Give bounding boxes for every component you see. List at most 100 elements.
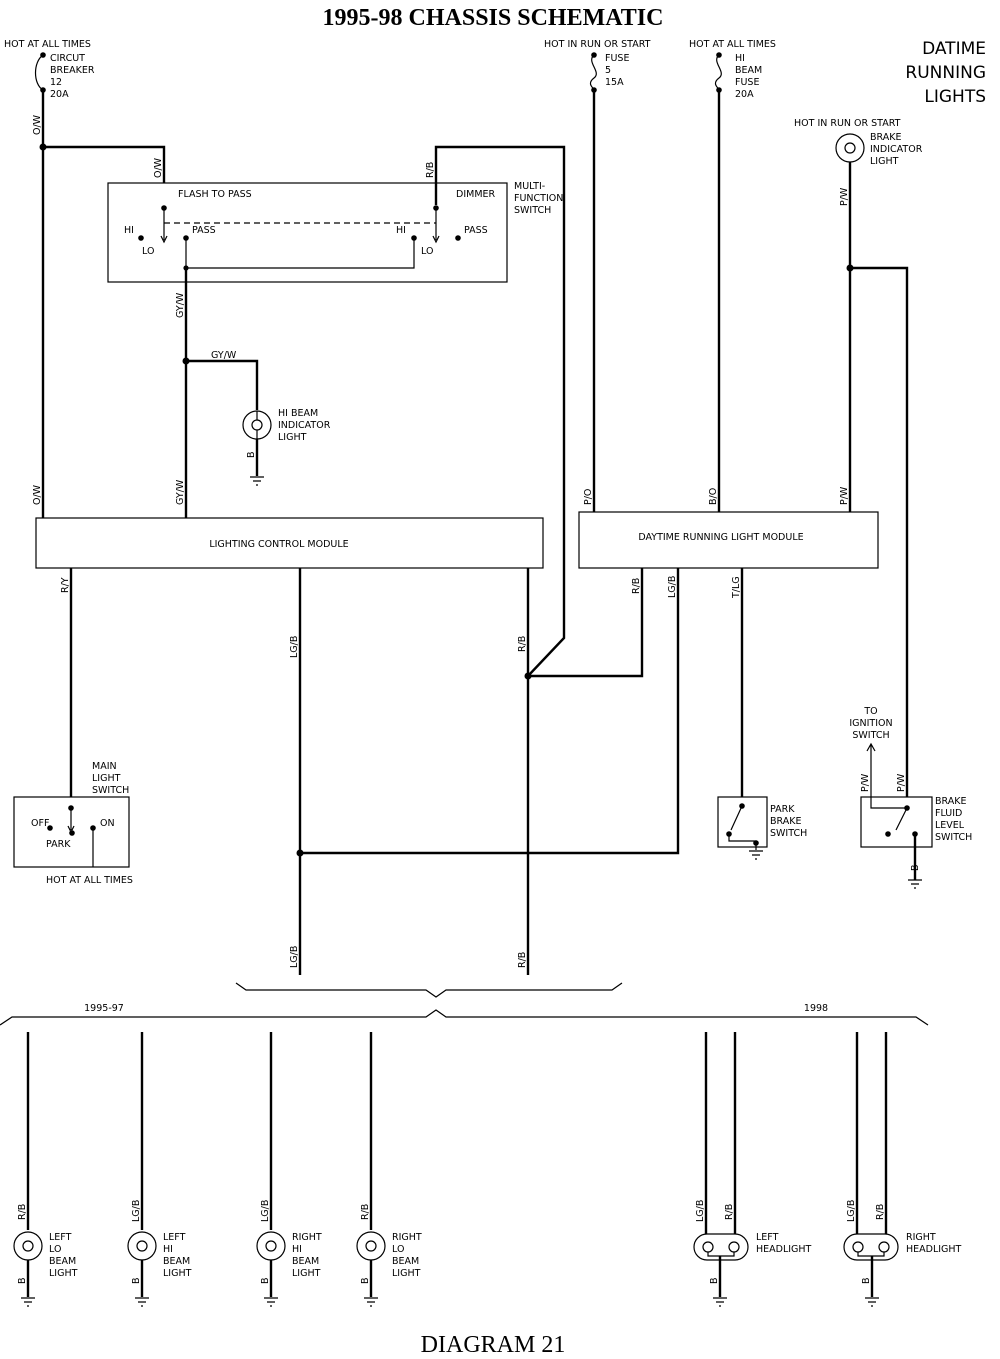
ignition-feed: TO IGNITION SWITCH P/W P/W (849, 706, 907, 808)
rhi-label-1: RIGHT (292, 1232, 322, 1243)
lower-brace (0, 1009, 929, 1026)
lighting-control-module (35, 517, 544, 569)
pbs-ground-symbol (749, 850, 763, 860)
wire-label-b-hbi: B (246, 451, 257, 458)
wire-label-rb-llo: R/B (17, 1204, 28, 1220)
llo-label-1: LEFT (49, 1232, 72, 1243)
ign-label-1: TO (863, 706, 877, 717)
wire-label-lgb-rhi: LG/B (260, 1200, 271, 1222)
dimmer-pass-label: PASS (464, 225, 488, 236)
ign-label-2: IGNITION (849, 718, 892, 729)
brake-ind-hot-label: HOT IN RUN OR START (794, 118, 901, 129)
ftp-arrow (160, 235, 168, 244)
wire-label-tlg: T/LG (731, 576, 742, 599)
wire-label-rb-lhl: R/B (724, 1204, 735, 1220)
right-headlight: LG/B R/B B RIGHT HEADLIGHT (843, 1032, 962, 1307)
bfls-label-3: LEVEL (935, 820, 965, 831)
diagram-title: 1995-98 CHASSIS SCHEMATIC (323, 5, 664, 31)
lhi-label-2: HI (163, 1244, 173, 1255)
fuse5-label-2: 5 (605, 65, 611, 76)
ftp-lo-label: LO (142, 246, 154, 257)
wire-label-gyw-2: GY/W (175, 479, 186, 505)
bfls-label-2: FLUID (935, 808, 962, 819)
mls-park-label: PARK (46, 839, 71, 850)
main-light-switch: MAIN LIGHT SWITCH OFF ON PARK HOT AT ALL… (13, 761, 133, 886)
circuit-breaker-12: HOT AT ALL TIMES CIRCUT BREAKER 12 20A (4, 39, 95, 100)
wire-label-ow-2: O/W (153, 157, 164, 178)
wire-label-pw-3: P/W (860, 773, 871, 792)
bfls-box (860, 796, 933, 848)
rlo-label-3: BEAM (392, 1256, 419, 1267)
mls-off-label: OFF (31, 818, 49, 829)
year-label-early: 1995-97 (84, 1003, 124, 1014)
mls-name-3: SWITCH (92, 785, 129, 796)
bfls-label-1: BRAKE (935, 796, 966, 807)
multi-function-switch-box (107, 182, 508, 283)
ign-label-3: SWITCH (852, 730, 889, 741)
section-heading-line-3: LIGHTS (924, 87, 986, 107)
ground-symbol-hbi (250, 476, 264, 486)
dimmer-arrow (432, 235, 440, 244)
wire-label-ow-3: O/W (32, 484, 43, 505)
rhl-label-2: HEADLIGHT (906, 1244, 962, 1255)
fuse5-label-3: 15A (605, 77, 624, 88)
cb-label-line-2: BREAKER (50, 65, 95, 76)
rhl-label-1: RIGHT (906, 1232, 936, 1243)
mfs-name-line-3: SWITCH (514, 205, 551, 216)
wire-label-rb-rlo: R/B (360, 1204, 371, 1220)
wire-label-pw-1: P/W (839, 187, 850, 206)
wire-label-rb-4: R/B (631, 578, 642, 594)
mfs-name-line-2: FUNCTION (514, 193, 563, 204)
wire-label-lgb-lhl: LG/B (695, 1200, 706, 1222)
mls-name-1: MAIN (92, 761, 117, 772)
wire-label-ry: R/Y (60, 577, 71, 593)
right-hi-beam-light: LG/B B RIGHT HI BEAM LIGHT (256, 1032, 322, 1307)
brake-ind-label-1: BRAKE (870, 132, 901, 143)
wire-label-lgb-1: LG/B (289, 636, 300, 658)
hibeam-label-4: 20A (735, 89, 754, 100)
wire-label-b-lhl: B (709, 1277, 720, 1284)
bfls-ground-symbol (908, 879, 922, 889)
pbs-label-2: BRAKE (770, 816, 801, 827)
pbs-label-1: PARK (770, 804, 795, 815)
right-lo-beam-light: R/B B RIGHT LO BEAM LIGHT (356, 1032, 422, 1307)
wire-label-b-lhi: B (131, 1277, 142, 1284)
wire-rb-drl (528, 568, 644, 678)
wire-lgb-drl (300, 568, 680, 855)
hbi-label-3: LIGHT (278, 432, 307, 443)
wire-label-lgb-lhi: LG/B (131, 1200, 142, 1222)
wire-label-ow-1: O/W (32, 114, 43, 135)
brake-ind-label-2: INDICATOR (870, 144, 923, 155)
llo-label-2: LO (49, 1244, 61, 1255)
ftp-hi-contact (138, 235, 144, 241)
wire-label-lgb-rhl: LG/B (846, 1200, 857, 1222)
rhi-label-2: HI (292, 1244, 302, 1255)
cb-label-line-1: CIRCUT (50, 53, 85, 64)
park-brake-switch: PARK BRAKE SWITCH (717, 796, 807, 860)
wire-label-rb-3: R/B (517, 952, 528, 968)
hibeam-label-2: BEAM (735, 65, 762, 76)
llo-label-3: BEAM (49, 1256, 76, 1267)
mls-name-2: LIGHT (92, 773, 121, 784)
cb-label-line-3: 12 (50, 77, 62, 88)
brake-fluid-level-switch: B BRAKE FLUID LEVEL SWITCH (860, 796, 972, 889)
year-label-late: 1998 (804, 1003, 828, 1014)
wire-label-po: P/O (583, 489, 594, 505)
hbi-label-1: HI BEAM (278, 408, 318, 419)
internal-pass-bridge (185, 238, 415, 269)
rlo-label-4: LIGHT (392, 1268, 421, 1279)
bfls-arm (895, 807, 908, 831)
wire-label-gyw-1: GY/W (175, 292, 186, 318)
lhi-label-4: LIGHT (163, 1268, 192, 1279)
upper-brace (235, 982, 623, 998)
ftp-pass-label: PASS (192, 225, 216, 236)
dimmer-pass-contact (455, 235, 461, 241)
fuse-5: HOT IN RUN OR START FUSE 5 15A (544, 39, 651, 93)
rlo-label-1: RIGHT (392, 1232, 422, 1243)
rlo-label-2: LO (392, 1244, 404, 1255)
wire-label-lgb-2: LG/B (289, 946, 300, 968)
left-hi-beam-light: LG/B B LEFT HI BEAM LIGHT (127, 1032, 192, 1307)
llo-label-4: LIGHT (49, 1268, 78, 1279)
bfls-label-4: SWITCH (935, 832, 972, 843)
wire-gyw-indicator (186, 359, 259, 410)
